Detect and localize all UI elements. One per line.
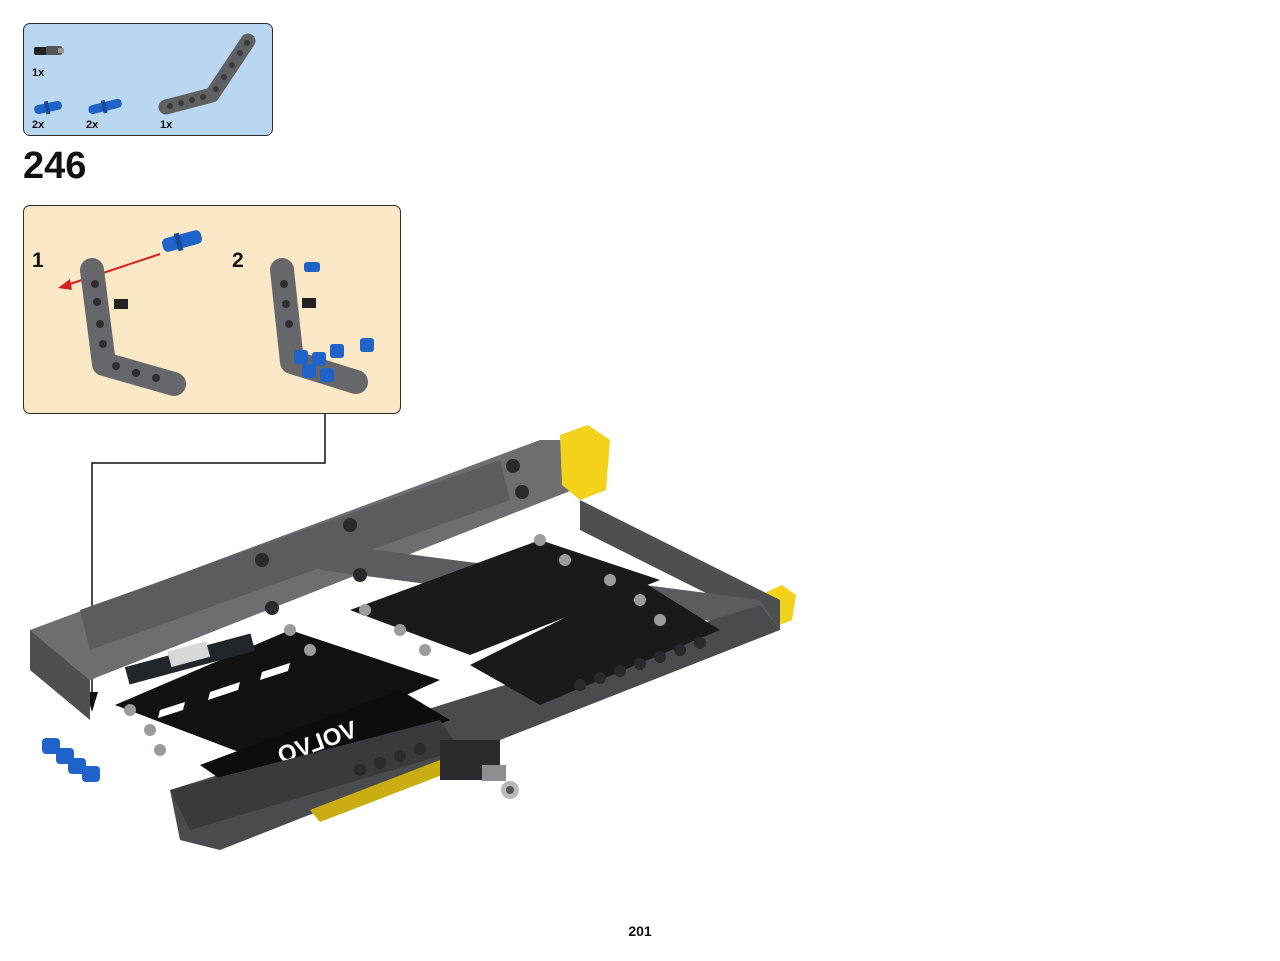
substep-number: 1: [32, 249, 44, 272]
part-qty: 1x: [160, 119, 173, 131]
substep-2-illustration: [270, 258, 374, 394]
blue-axle-pin-icon: [88, 98, 122, 115]
step-number: 246: [23, 145, 87, 187]
substep-box: 1 2: [23, 205, 401, 414]
part-qty: 2x: [32, 119, 45, 131]
parts-list-box: 1x 2x 2x 1x: [23, 23, 273, 136]
chassis-assembly: VOLVO: [30, 425, 796, 850]
black-axle-pin-icon: [34, 46, 64, 55]
substep-1-illustration: [58, 230, 203, 396]
insert-arrow: [63, 253, 161, 287]
bent-liftarm-icon: [158, 33, 256, 115]
blue-pin-icon: [34, 100, 62, 115]
substep-number: 2: [232, 249, 244, 272]
page-number: 201: [628, 923, 652, 939]
part-qty: 1x: [32, 67, 45, 79]
part-qty: 2x: [86, 119, 99, 131]
